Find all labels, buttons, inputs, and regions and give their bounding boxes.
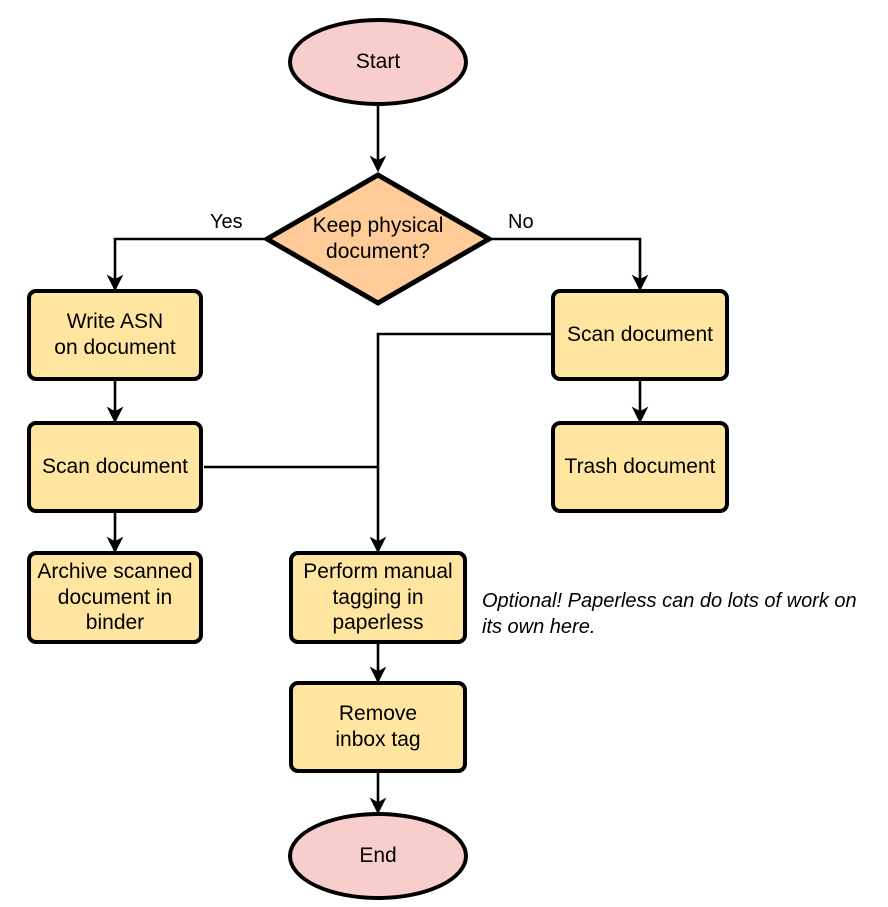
node-archive-scanned-document[interactable]: Archive scanned document in binder — [27, 551, 203, 644]
node-perform-manual-tagging[interactable]: Perform manual tagging in paperless — [289, 551, 467, 644]
node-remove-inbox-tag[interactable]: Remove inbox tag — [289, 681, 467, 773]
node-end[interactable]: End — [288, 812, 468, 900]
node-start-label: Start — [355, 50, 401, 74]
edge-label-no: No — [508, 211, 534, 233]
optional-note: Optional! Paperless can do lots of work … — [482, 590, 857, 638]
node-write-asn-on-document-label: Write ASN on document — [54, 310, 176, 359]
node-scan-document-right-label: Scan document — [567, 323, 713, 347]
node-trash-document-label: Trash document — [564, 455, 716, 479]
edge-decision-no-to-scan-right — [491, 237, 649, 292]
node-scan-document-left-label: Scan document — [42, 455, 188, 479]
edge-decision-yes-to-write-asn — [106, 237, 264, 292]
node-remove-inbox-tag-label: Remove inbox tag — [335, 702, 421, 751]
edge-label-yes: Yes — [210, 211, 243, 233]
node-scan-document-right[interactable]: Scan document — [551, 289, 729, 381]
diamond-shape — [264, 172, 492, 306]
node-start[interactable]: Start — [288, 18, 468, 106]
edge-scan-right-to-manual-tagging — [369, 332, 551, 554]
node-perform-manual-tagging-label: Perform manual tagging in paperless — [303, 560, 453, 635]
node-scan-document-left[interactable]: Scan document — [27, 421, 203, 513]
node-write-asn-on-document[interactable]: Write ASN on document — [27, 289, 203, 381]
node-keep-physical-document-label: Keep physical document? — [312, 214, 444, 263]
node-end-label: End — [359, 844, 397, 868]
node-trash-document[interactable]: Trash document — [551, 421, 729, 513]
node-archive-scanned-document-label: Archive scanned document in binder — [37, 560, 193, 635]
node-keep-physical-document[interactable]: Keep physical document? — [264, 172, 492, 306]
